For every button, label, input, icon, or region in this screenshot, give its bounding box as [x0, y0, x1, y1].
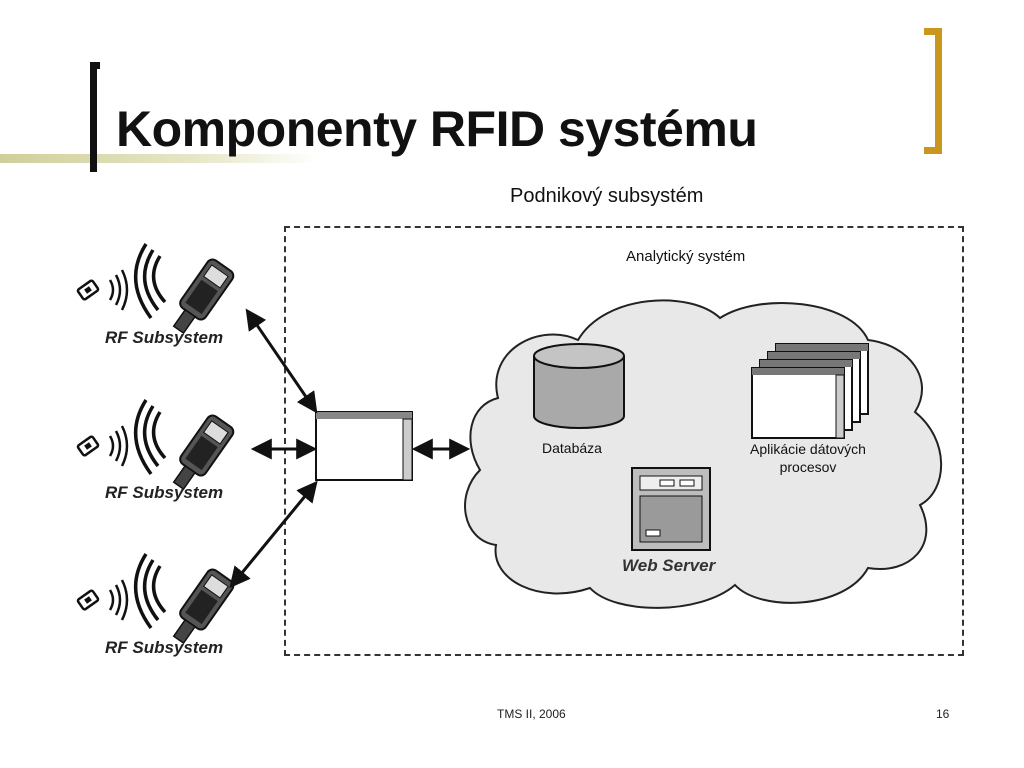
slide-title: Komponenty RFID systému — [116, 101, 758, 157]
rf-subsystem-label-2: RF Subsystem — [105, 483, 224, 502]
web-server-icon — [631, 467, 711, 551]
database-icon — [533, 343, 625, 429]
link-arrow-rf1 — [245, 308, 318, 414]
middleware-window-icon — [315, 411, 413, 481]
applications-label-line2: procesov — [779, 459, 837, 475]
link-arrow-rf3 — [229, 480, 318, 589]
rf-reader-icon-2 — [75, 398, 238, 497]
title-bracket-right — [924, 28, 942, 154]
enterprise-subsystem-label: Podnikový subsystém — [510, 185, 704, 207]
title-bracket-left — [90, 62, 100, 172]
web-server-label: Web Server — [622, 556, 716, 575]
rf-subsystem-label-3: RF Subsystem — [105, 638, 224, 657]
footer-text: TMS II, 2006 — [497, 707, 566, 721]
applications-stack-icon — [751, 343, 869, 439]
analytics-system-label: Analytický systém — [626, 248, 746, 265]
rf-reader-icon-1 — [75, 242, 238, 341]
rf-reader-icon-3 — [75, 552, 238, 651]
applications-label-line1: Aplikácie dátových — [750, 441, 866, 457]
database-label: Databáza — [542, 440, 602, 456]
applications-label: Aplikácie dátových procesov — [732, 440, 884, 476]
rf-subsystem-label-1: RF Subsystem — [105, 328, 224, 347]
page-number: 16 — [936, 707, 950, 721]
title-accent-bar — [0, 154, 320, 163]
